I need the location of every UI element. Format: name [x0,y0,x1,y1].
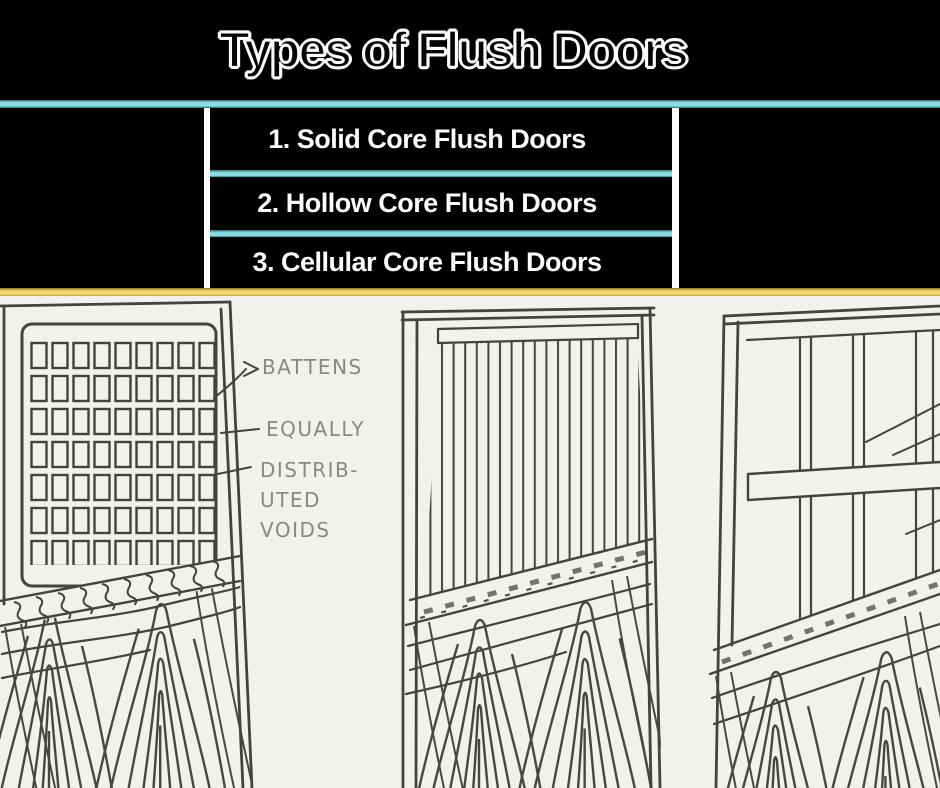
list-item-label: 1. Solid Core Flush Doors [268,123,586,154]
core-end-grain-band [404,537,654,627]
battens-leader-arrow [213,361,259,399]
doors-line-art: BATTENS EQUALLY DISTRIB- UTED VOIDS [0,300,940,788]
doors-drawing-canvas: BATTENS EQUALLY DISTRIB- UTED VOIDS [0,296,940,788]
equally-label: EQUALLY [266,417,365,441]
list-item-hollow-core: 2. Hollow Core Flush Doors [210,177,672,230]
battens-label: BATTENS [262,355,363,379]
title-band: Types of Flush Doors [0,0,940,100]
door-outer-frame [714,304,940,788]
hollow-core-ribs [798,329,935,622]
face-veneer-grain [0,583,252,788]
core-end-grain-band [0,554,242,630]
list-item-solid-core: 1. Solid Core Flush Doors [210,108,672,170]
cellular-core-door-drawing [0,300,254,788]
list-item-cellular-core: 3. Cellular Core Flush Doors [210,237,672,288]
page-title: Types of Flush Doors [218,21,690,79]
solid-core-door-drawing [400,306,662,788]
core-end-grain-band [708,568,940,676]
hollow-core-door-drawing [706,304,940,788]
equally-leader-line [220,428,260,434]
leader-lines [865,403,940,535]
list-separator [210,170,672,177]
list-separator [210,230,672,237]
face-veneer-grain [404,575,662,788]
distributed-label-line2: UTED [260,488,321,512]
list-item-label: 3. Cellular Core Flush Doors [252,247,602,277]
gold-divider-line [0,288,940,296]
list-box-left-border [204,108,210,288]
distributed-label-line1: DISTRIB- [260,458,359,482]
face-veneer-grain [706,611,940,788]
list-item-label: 2. Hollow Core Flush Doors [257,188,597,218]
solid-core-staves [424,338,648,600]
voids-leader-line [212,466,252,476]
diagram-annotations: BATTENS EQUALLY DISTRIB- UTED VOIDS [212,355,365,542]
door-outer-frame [400,306,662,788]
cellular-voids-grid [30,341,215,565]
top-divider-line [0,100,940,108]
distributed-label-line3: VOIDS [260,518,331,542]
middle-rail [746,460,940,502]
list-box-right-border [672,108,679,288]
